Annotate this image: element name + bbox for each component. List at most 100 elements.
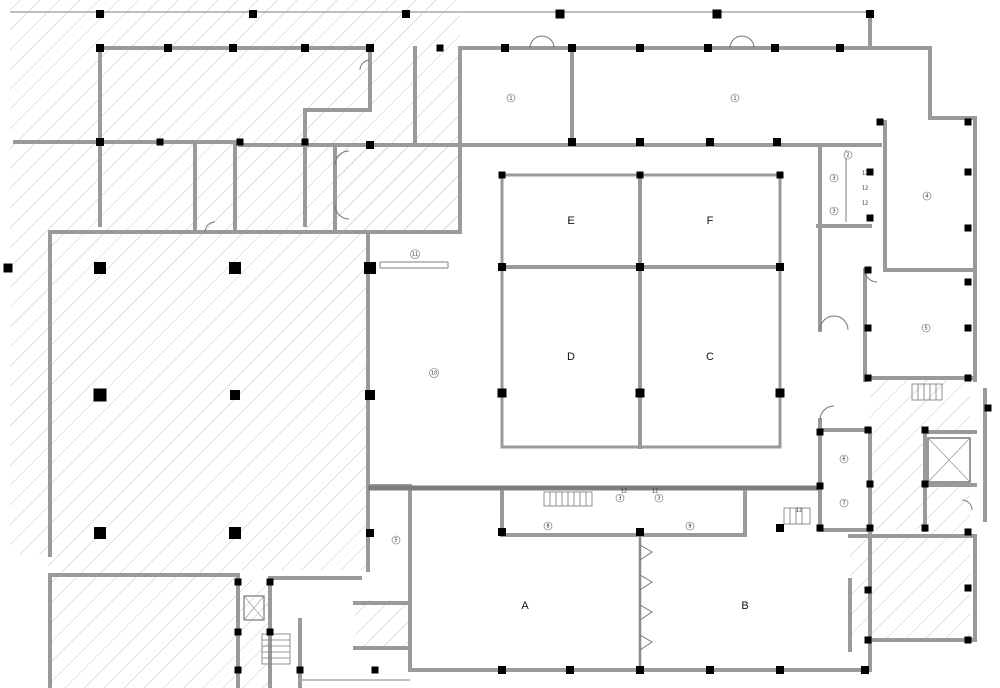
- structural-column: [501, 44, 509, 52]
- tag-5-a: 5: [921, 323, 931, 333]
- tag-12-a: 12: [862, 171, 868, 177]
- structural-column: [230, 390, 240, 400]
- structural-column: [94, 262, 106, 274]
- tag-4: 4: [922, 191, 932, 201]
- tag-6: 6: [839, 454, 849, 464]
- structural-column: [568, 138, 576, 146]
- tag-12-e: 12: [652, 489, 658, 495]
- structural-column: [964, 584, 972, 592]
- structural-column: [866, 214, 874, 222]
- structural-column: [636, 528, 644, 536]
- svg-text:12: 12: [862, 171, 868, 177]
- hatched-bottom-corridor: [355, 600, 410, 648]
- structural-column: [249, 10, 257, 18]
- tag-1-right: 1: [730, 93, 740, 103]
- structural-column: [706, 138, 714, 146]
- structural-column: [234, 666, 242, 674]
- svg-text:6: 6: [842, 457, 845, 463]
- structural-column: [964, 374, 972, 382]
- structural-column: [566, 666, 574, 674]
- structural-column: [555, 9, 565, 19]
- stair-left: [261, 633, 291, 665]
- svg-text:5: 5: [394, 538, 397, 544]
- structural-column: [964, 324, 972, 332]
- tag-12-b: 12: [862, 186, 868, 192]
- structural-column: [229, 44, 237, 52]
- structural-column: [436, 44, 444, 52]
- tag-5-b: 5: [391, 535, 401, 545]
- structural-column: [498, 528, 506, 536]
- hatched-right-lower: [850, 536, 970, 640]
- structural-column: [921, 426, 929, 434]
- svg-text:1: 1: [509, 96, 512, 102]
- structural-column: [164, 44, 172, 52]
- structural-column: [712, 9, 722, 19]
- structural-column: [775, 388, 785, 398]
- room-label-e: E: [567, 215, 574, 227]
- svg-text:10: 10: [431, 371, 437, 377]
- lift-shaft-right: [927, 437, 971, 483]
- structural-column: [236, 138, 244, 146]
- structural-column: [96, 10, 104, 18]
- structural-column: [921, 480, 929, 488]
- tag-3-c: 3: [615, 493, 625, 503]
- structural-column: [366, 529, 374, 537]
- hatched-areas: [10, 0, 970, 688]
- svg-text:12: 12: [862, 201, 868, 207]
- structural-column: [773, 138, 781, 146]
- structural-column: [864, 374, 872, 382]
- structural-column: [156, 138, 164, 146]
- structural-column: [636, 44, 644, 52]
- structural-column: [816, 524, 824, 532]
- svg-text:1: 1: [733, 96, 736, 102]
- stairs: [243, 383, 971, 665]
- tag-12-f: 12: [796, 508, 802, 514]
- structural-column: [776, 666, 784, 674]
- svg-text:12: 12: [621, 489, 627, 495]
- structural-column: [771, 44, 779, 52]
- structural-column: [497, 388, 507, 398]
- structural-column: [704, 44, 712, 52]
- structural-column: [296, 666, 304, 674]
- structural-column: [498, 666, 506, 674]
- tag-12-d: 12: [621, 489, 627, 495]
- structural-column: [836, 44, 844, 52]
- structural-column: [776, 171, 784, 179]
- structural-column: [866, 524, 874, 532]
- tag-10: 10: [429, 368, 439, 378]
- structural-column: [301, 138, 309, 146]
- structural-column: [234, 578, 242, 586]
- structural-column: [636, 666, 644, 674]
- svg-text:11: 11: [412, 252, 418, 258]
- stair-right: [783, 507, 811, 525]
- structural-column: [266, 578, 274, 586]
- svg-text:7: 7: [842, 501, 845, 507]
- columns: [3, 9, 992, 674]
- structural-column: [866, 480, 874, 488]
- structural-column: [706, 666, 714, 674]
- tag-12-c: 12: [862, 201, 868, 207]
- tag-7: 7: [839, 498, 849, 508]
- structural-column: [229, 527, 241, 539]
- svg-text:12: 12: [796, 508, 802, 514]
- svg-text:3: 3: [832, 209, 835, 215]
- structural-column: [921, 524, 929, 532]
- structural-column: [816, 428, 824, 436]
- room-label-d: D: [567, 351, 575, 363]
- stair-right-upper: [911, 383, 943, 401]
- structural-column: [365, 390, 375, 400]
- svg-text:3: 3: [832, 176, 835, 182]
- tag-2: 2: [843, 150, 853, 160]
- structural-column: [96, 44, 104, 52]
- hatched-right-upper: [870, 378, 970, 432]
- structural-column: [234, 628, 242, 636]
- structural-column: [864, 426, 872, 434]
- svg-text:12: 12: [652, 489, 658, 495]
- structural-column: [816, 482, 824, 490]
- structural-column: [776, 524, 784, 532]
- tag-9: 9: [685, 521, 695, 531]
- room-number-tags: 1 1 2 3 3 3 3 4 5 5 6 7 8 9 10 11 12 12 …: [391, 93, 932, 545]
- structural-column: [96, 138, 104, 146]
- structural-column: [864, 586, 872, 594]
